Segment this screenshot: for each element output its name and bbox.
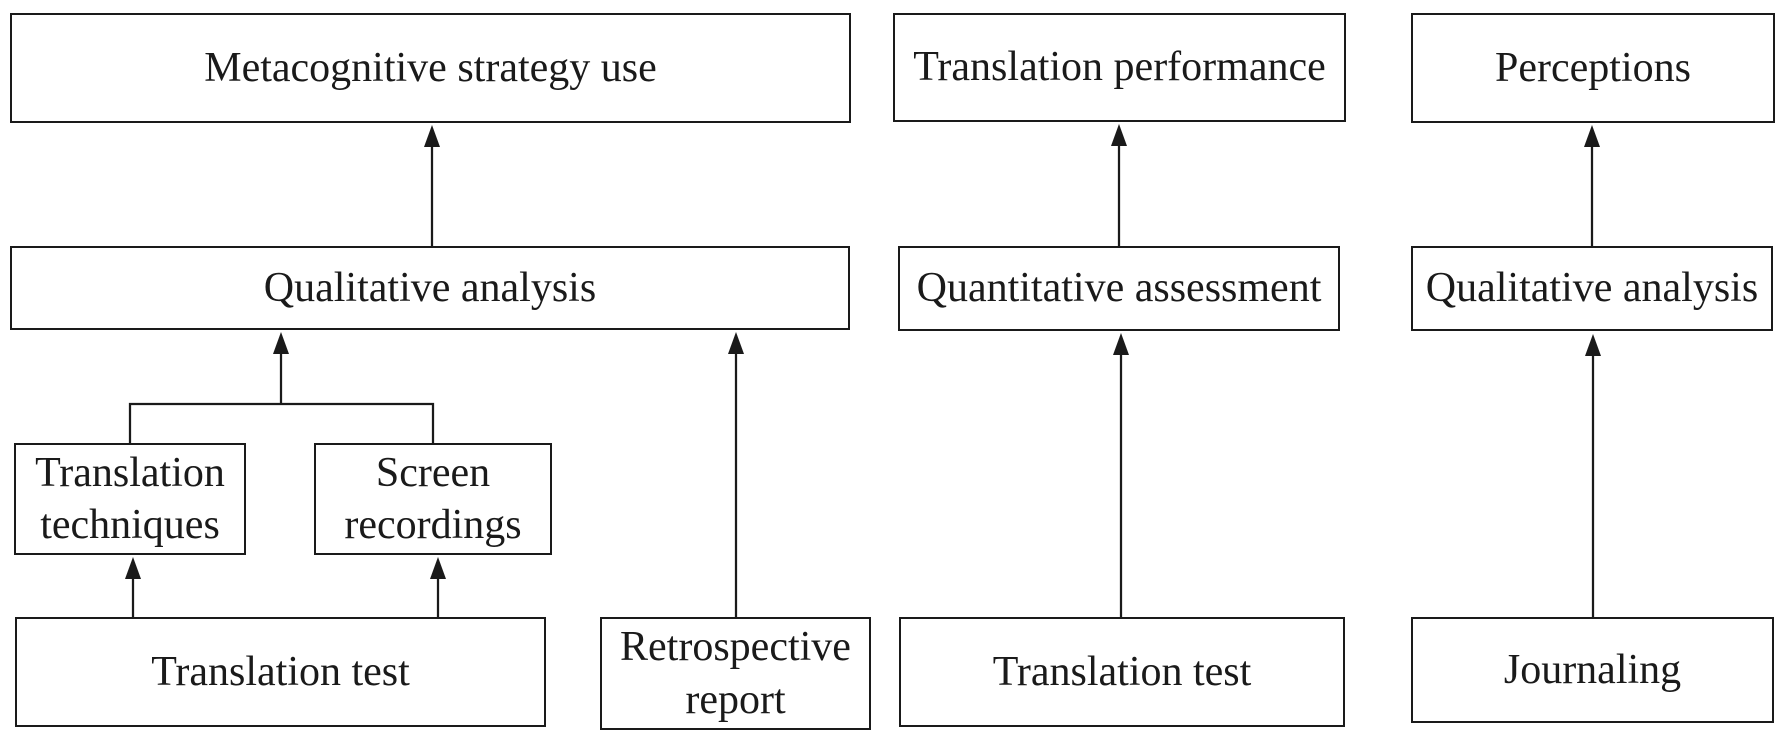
node-retrospective-report: Retrospective report (600, 617, 871, 730)
edge-qualitative1-to-metacognitive (424, 125, 440, 246)
edge-journaling-to-qualitative2 (1585, 334, 1601, 617)
node-label: Screen recordings (344, 449, 522, 549)
node-perceptions: Perceptions (1411, 13, 1775, 123)
edge-quantitative-to-performance (1111, 124, 1127, 246)
node-label: Retrospective report (620, 624, 851, 723)
node-label: Metacognitive strategy use (204, 44, 657, 91)
node-quantitative-assessment: Quantitative assessment (898, 246, 1340, 331)
edge-bracket-merge (128, 332, 435, 443)
edge-test2-to-quantitative (1113, 333, 1129, 617)
node-label: Translation test (151, 648, 410, 695)
node-translation-techniques: Translation techniques (14, 443, 246, 555)
node-translation-test-middle: Translation test (899, 617, 1345, 727)
edge-test1-to-recordings (430, 557, 446, 617)
node-label: Translation techniques (35, 449, 225, 549)
node-label: Translation test (992, 648, 1252, 695)
node-label: Journaling (1503, 646, 1682, 693)
node-metacognitive-strategy-use: Metacognitive strategy use (10, 13, 851, 123)
edge-test1-to-techniques (125, 557, 141, 617)
node-label: Perceptions (1495, 44, 1691, 91)
node-label: Qualitative analysis (1425, 265, 1759, 312)
node-translation-performance: Translation performance (893, 13, 1346, 122)
node-qualitative-analysis-left: Qualitative analysis (10, 246, 850, 330)
node-journaling: Journaling (1411, 617, 1774, 723)
node-qualitative-analysis-right: Qualitative analysis (1411, 246, 1773, 331)
edge-qualitative2-to-perceptions (1584, 125, 1600, 246)
node-translation-test-left: Translation test (15, 617, 546, 727)
node-label: Qualitative analysis (263, 264, 597, 311)
edge-retrospective-to-qualitative1 (728, 332, 744, 617)
node-screen-recordings: Screen recordings (314, 443, 552, 555)
node-label: Translation performance (913, 44, 1326, 91)
node-label: Quantitative assessment (916, 265, 1322, 312)
